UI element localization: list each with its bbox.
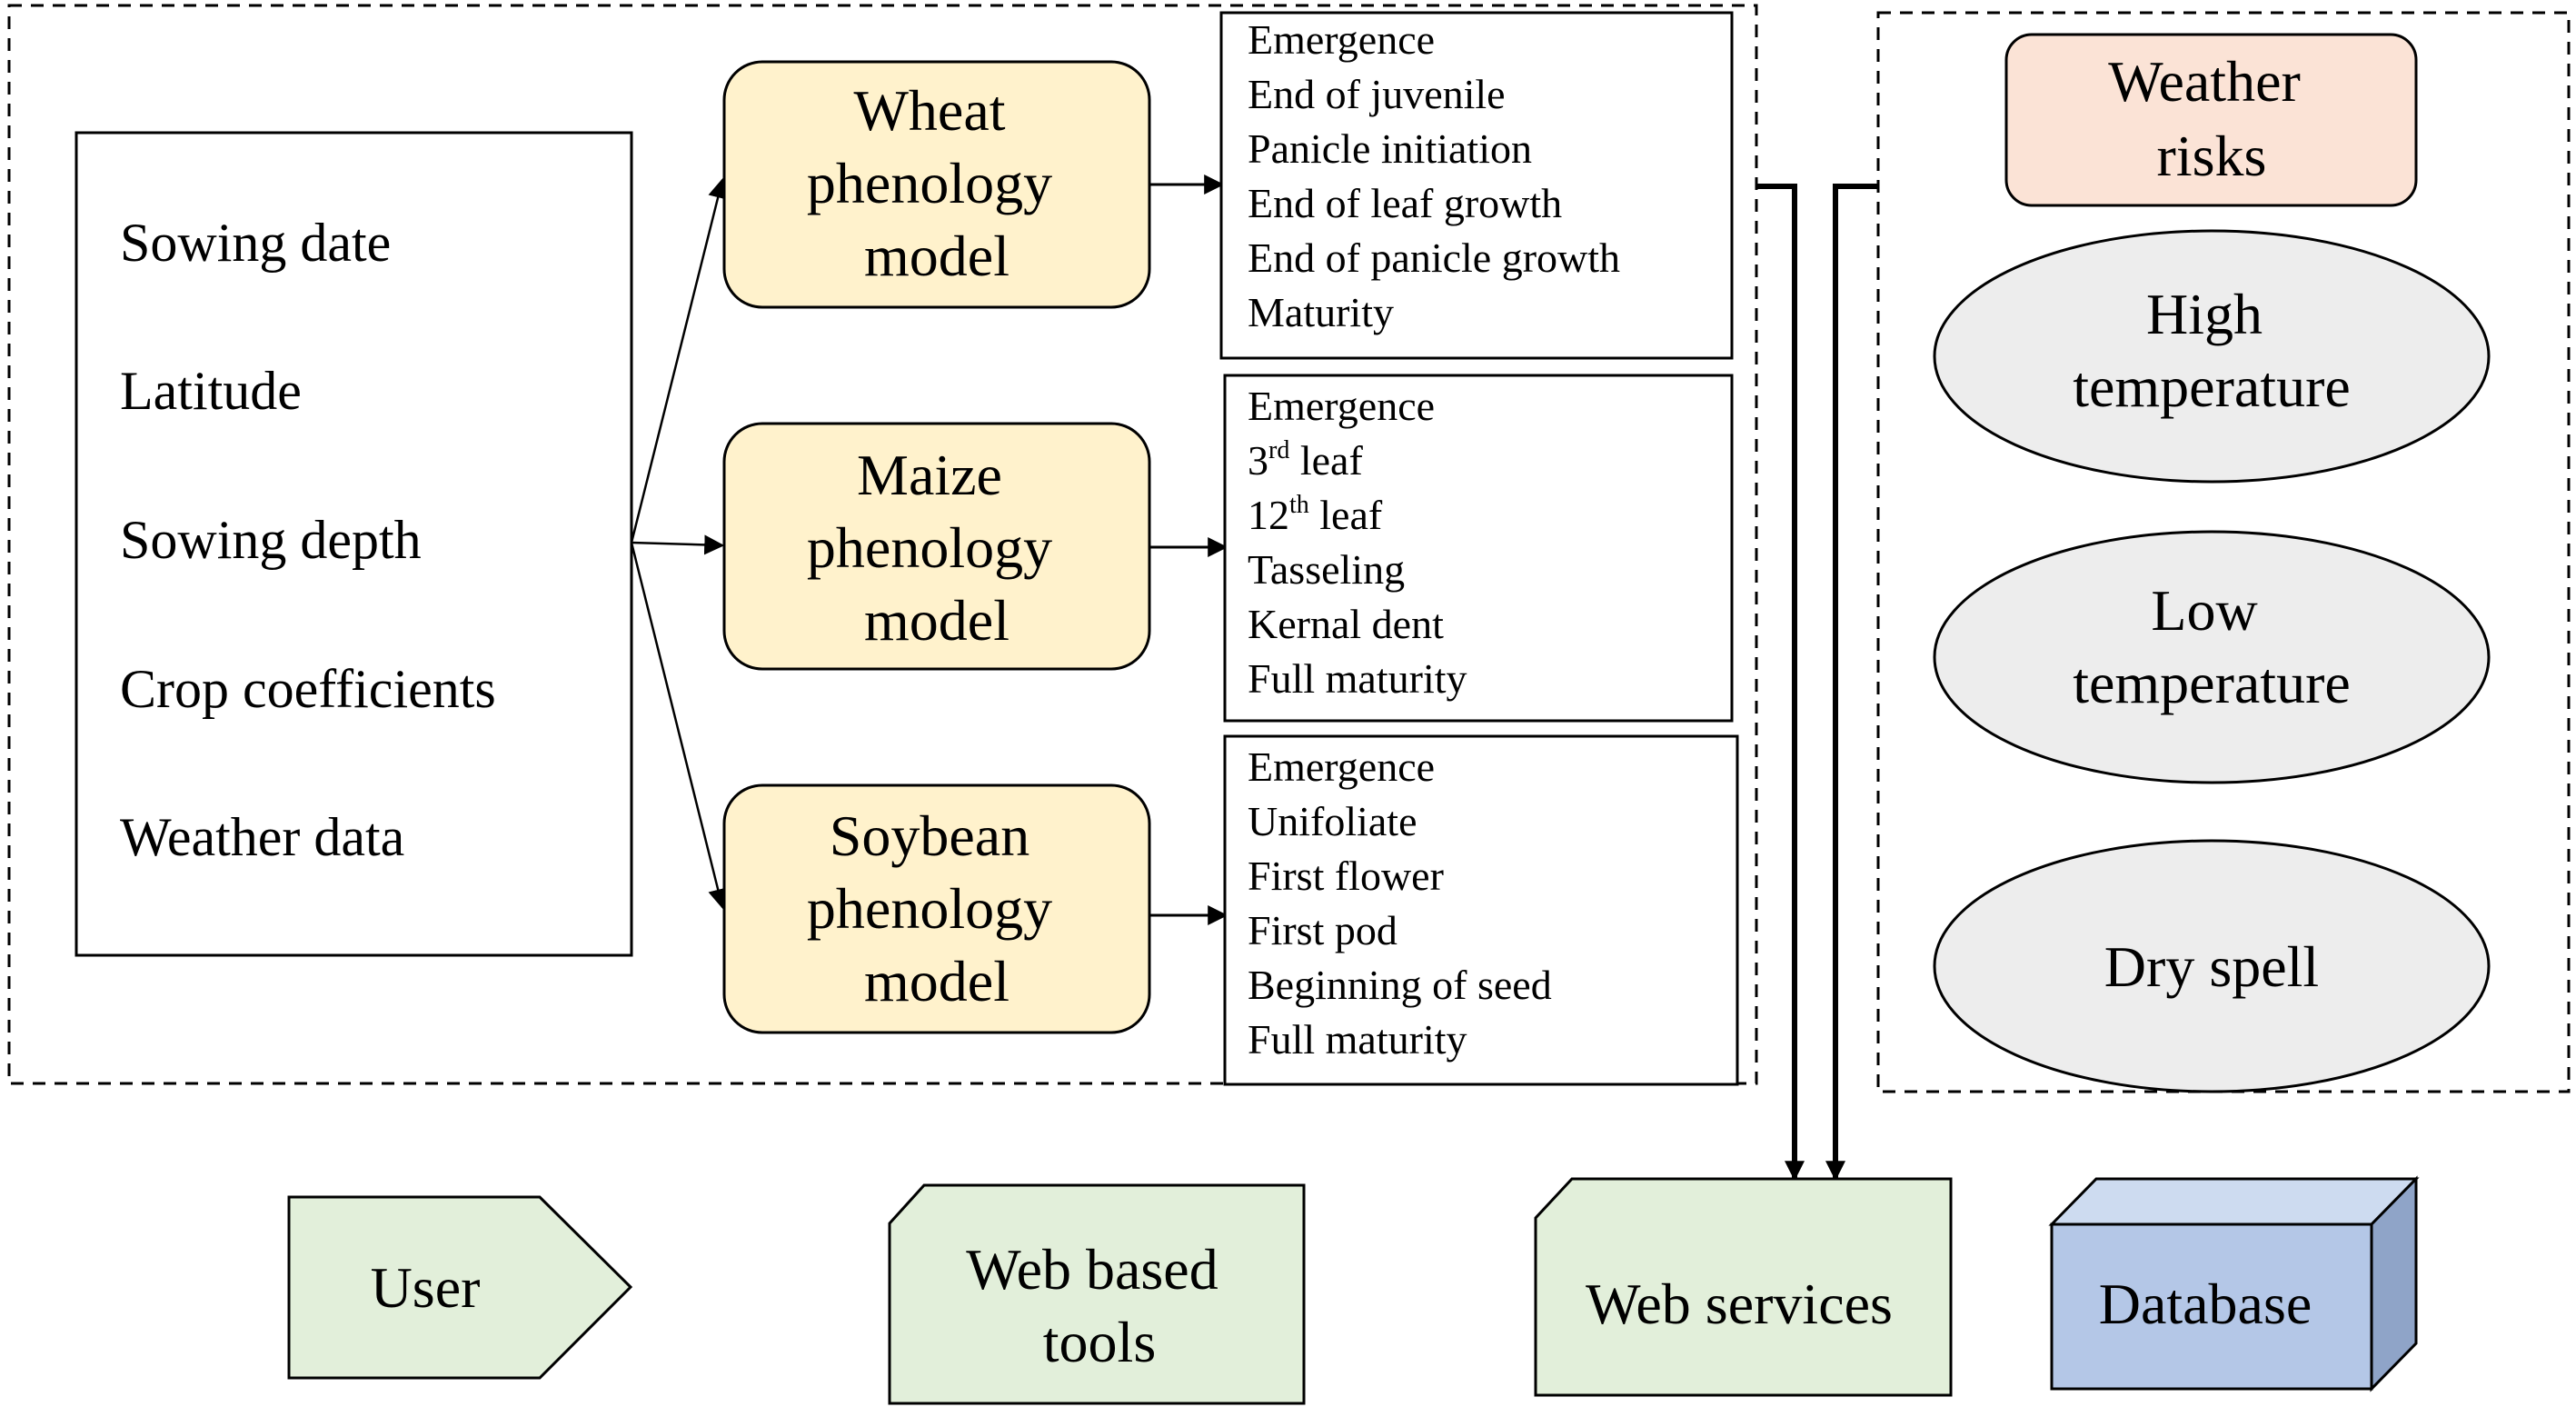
stage-item: Panicle initiation xyxy=(1248,125,1532,172)
inputs-panel: Sowing date Latitude Sowing depth Crop c… xyxy=(75,131,633,957)
input-sowing-depth: Sowing depth xyxy=(120,510,422,570)
svg-text:Database: Database xyxy=(2099,1272,2312,1336)
web-based-tools-shape: Web based tools xyxy=(888,1183,1306,1405)
svg-text:User: User xyxy=(371,1255,481,1320)
stage-item: 3rd leaf xyxy=(1248,436,1363,484)
web-services-connectors xyxy=(1756,184,1878,1182)
arrow-to-soybean-model xyxy=(630,542,728,910)
stage-item: First flower xyxy=(1248,853,1444,899)
stage-item: End of panicle growth xyxy=(1248,234,1620,281)
models-to-web-services-connector xyxy=(1756,184,1805,1182)
weather-risks-header: Weather risks xyxy=(2004,33,2418,207)
stage-item: Unifoliate xyxy=(1248,798,1417,844)
stage-item: Full maturity xyxy=(1248,655,1467,702)
soybean-model-box: Soybean phenology model xyxy=(722,783,1151,1034)
risk-high-temperature: High temperature xyxy=(1933,229,2491,484)
maize-stages-box: Emergence 3rd leaf 12th leafTasselingKerna… xyxy=(1223,374,1734,723)
svg-text:Dry spell: Dry spell xyxy=(2104,934,2319,999)
user-shape: User xyxy=(287,1195,633,1380)
maize-model-label: Maize phenology model xyxy=(807,443,1067,653)
arrow-to-wheat-model xyxy=(630,177,728,544)
risk-dry-spell: Dry spell xyxy=(1933,839,2491,1093)
database-cube: Database xyxy=(2048,1175,2420,1392)
stage-item: Tasseling xyxy=(1248,546,1405,593)
stage-item: 12th leaf xyxy=(1248,491,1383,538)
arrow-to-maize-model xyxy=(631,534,725,555)
input-to-model-arrows xyxy=(630,177,728,910)
input-crop-coefficients: Crop coefficients xyxy=(120,659,496,719)
risks-to-web-services-connector xyxy=(1825,184,1878,1182)
stage-item: Emergence xyxy=(1248,743,1435,790)
svg-text:Web services: Web services xyxy=(1586,1272,1893,1336)
stage-item: Kernal dent xyxy=(1248,601,1444,647)
stage-item: End of juvenile xyxy=(1248,71,1506,117)
stage-item: Emergence xyxy=(1248,383,1435,429)
stage-item: Maturity xyxy=(1248,289,1394,335)
risks-group-frame xyxy=(1876,11,2571,1093)
input-weather-data: Weather data xyxy=(120,807,404,867)
svg-text:Web based tools: Web based tools xyxy=(966,1237,1232,1374)
models-group-frame xyxy=(7,4,1758,1085)
svg-text:Low temperature: Low temperature xyxy=(2073,578,2351,715)
input-latitude: Latitude xyxy=(120,361,302,421)
wheat-model-label: Wheat phenology model xyxy=(807,78,1067,288)
stage-item: Emergence xyxy=(1248,16,1435,63)
stage-item: End of leaf growth xyxy=(1248,180,1562,226)
wheat-model-box: Wheat phenology model xyxy=(722,60,1151,309)
soybean-model-label: Soybean phenology model xyxy=(807,803,1067,1013)
svg-text:High temperature: High temperature xyxy=(2073,282,2351,419)
web-services-shape: Web services xyxy=(1534,1177,1953,1397)
risk-low-temperature: Low temperature xyxy=(1933,530,2491,784)
input-sowing-date: Sowing date xyxy=(120,213,391,273)
svg-text:Weather risks: Weather risks xyxy=(2108,49,2315,188)
maize-model-box: Maize phenology model xyxy=(722,422,1151,671)
stage-item: Beginning of seed xyxy=(1248,962,1552,1008)
stage-item: Full maturity xyxy=(1248,1016,1467,1063)
stage-item: First pod xyxy=(1248,907,1397,953)
